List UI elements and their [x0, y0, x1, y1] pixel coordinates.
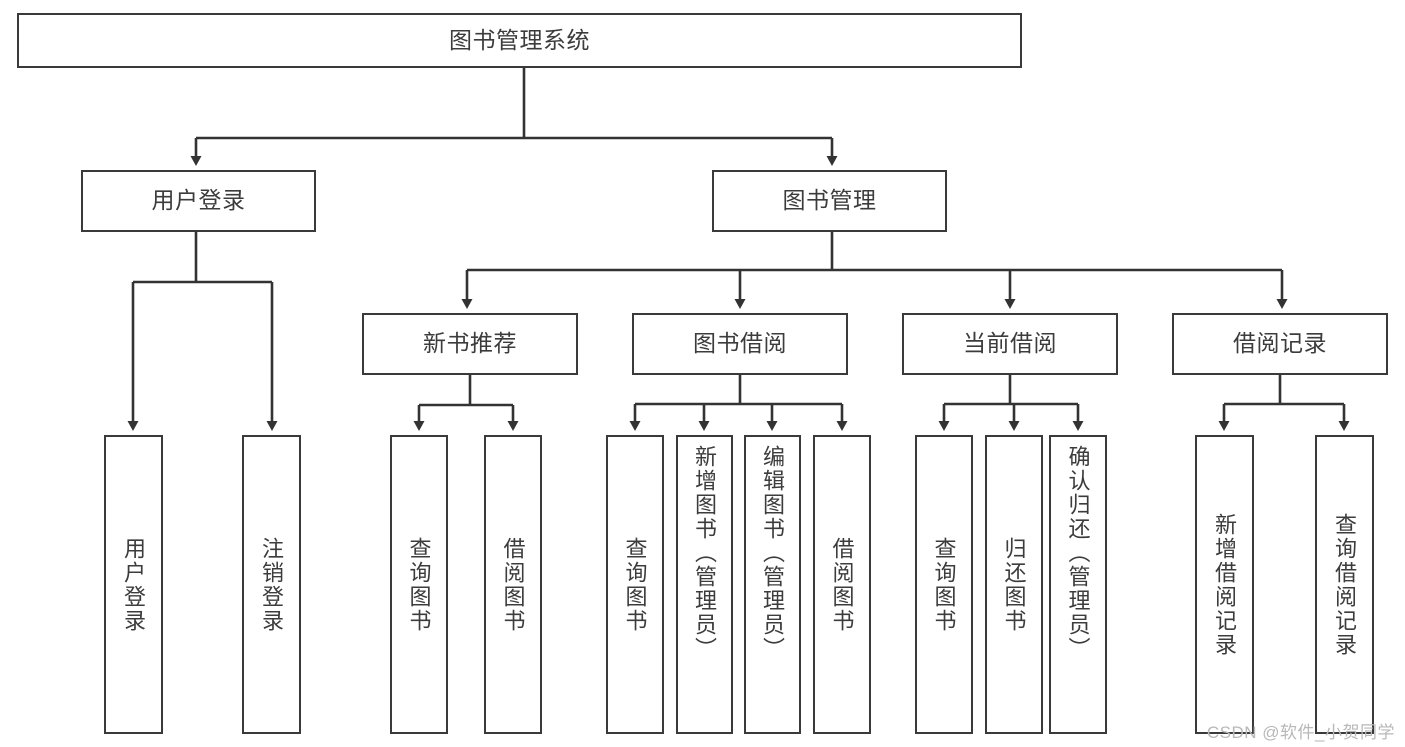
node-new-book-recommend[interactable]: 新书推荐	[362, 313, 578, 375]
node-leaf-edit-book-label: 编辑图书（管理员）	[760, 445, 786, 661]
node-leaf-add-record[interactable]: 新增借阅记录	[1195, 435, 1254, 734]
node-leaf-return-book[interactable]: 归还图书	[985, 435, 1043, 734]
node-leaf-query-book-2[interactable]: 查询图书	[606, 435, 664, 734]
node-leaf-confirm-return-label: 确认归还（管理员）	[1065, 445, 1091, 661]
node-leaf-add-book[interactable]: 新增图书（管理员）	[676, 435, 733, 734]
node-borrow-record-label: 借阅记录	[1233, 330, 1327, 357]
node-book-borrow-label: 图书借阅	[693, 330, 787, 357]
node-leaf-return-book-label: 归还图书	[1001, 536, 1027, 633]
node-leaf-logout-label: 注销登录	[259, 536, 285, 633]
node-current-borrow[interactable]: 当前借阅	[902, 313, 1118, 375]
node-root-book-management-system[interactable]: 图书管理系统	[17, 13, 1022, 68]
node-leaf-borrow-book-1[interactable]: 借阅图书	[484, 435, 542, 734]
node-leaf-query-record[interactable]: 查询借阅记录	[1315, 435, 1374, 734]
node-leaf-borrow-book-2-label: 借阅图书	[829, 536, 855, 633]
node-leaf-query-book-1[interactable]: 查询图书	[390, 435, 448, 734]
watermark-text: CSDN @软件_小贺同学	[1206, 723, 1395, 742]
node-book-management[interactable]: 图书管理	[712, 170, 947, 232]
node-leaf-query-book-2-label: 查询图书	[622, 536, 648, 633]
node-leaf-query-record-label: 查询借阅记录	[1332, 512, 1358, 657]
node-borrow-record[interactable]: 借阅记录	[1172, 313, 1388, 375]
node-user-login-label: 用户登录	[151, 187, 246, 214]
node-book-management-label: 图书管理	[782, 187, 877, 214]
node-leaf-add-book-label: 新增图书（管理员）	[692, 445, 718, 661]
node-leaf-query-book-3-label: 查询图书	[931, 536, 957, 633]
node-leaf-user-login[interactable]: 用户登录	[104, 435, 163, 734]
node-leaf-query-book-3[interactable]: 查询图书	[915, 435, 973, 734]
node-leaf-user-login-label: 用户登录	[121, 536, 147, 633]
node-leaf-confirm-return[interactable]: 确认归还（管理员）	[1049, 435, 1107, 734]
node-leaf-edit-book[interactable]: 编辑图书（管理员）	[744, 435, 801, 734]
node-leaf-borrow-book-2[interactable]: 借阅图书	[813, 435, 871, 734]
node-root-label: 图书管理系统	[449, 26, 590, 53]
node-book-borrow[interactable]: 图书借阅	[632, 313, 848, 375]
node-user-login[interactable]: 用户登录	[81, 170, 316, 232]
node-current-borrow-label: 当前借阅	[963, 330, 1057, 357]
node-leaf-query-book-1-label: 查询图书	[406, 536, 432, 633]
node-leaf-add-record-label: 新增借阅记录	[1212, 512, 1238, 657]
node-leaf-borrow-book-1-label: 借阅图书	[500, 536, 526, 633]
node-new-book-recommend-label: 新书推荐	[423, 330, 517, 357]
node-leaf-logout[interactable]: 注销登录	[242, 435, 301, 734]
